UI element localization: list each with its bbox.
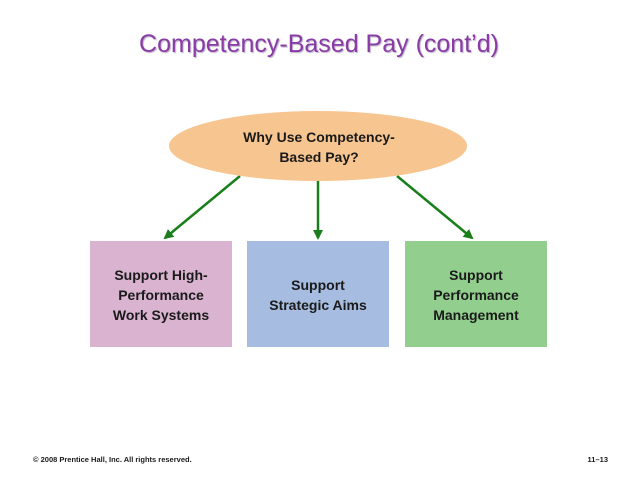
- box-performance-management-label: Support Performance Management: [405, 265, 547, 325]
- center-node-label: Why Use Competency- Based Pay?: [205, 127, 433, 167]
- box-high-performance: [90, 241, 232, 347]
- box-line: Support: [449, 267, 503, 283]
- box-line: Strategic Aims: [269, 297, 367, 313]
- box-line: Work Systems: [112, 307, 210, 323]
- copyright-footer: © 2008 Prentice Hall, Inc. All rights re…: [33, 455, 192, 464]
- center-node-line-1: Why Use Competency-: [243, 129, 395, 145]
- arrow-to-high-performance: [163, 175, 241, 240]
- slide-number: 11–13: [587, 455, 608, 464]
- box-high-performance-label: Support High- Performance Work Systems: [90, 265, 232, 325]
- box-line: Support: [291, 277, 345, 293]
- arrow-to-performance-management: [396, 175, 474, 240]
- center-oval: [169, 111, 467, 181]
- box-strategic-aims-label: Support Strategic Aims: [247, 275, 389, 315]
- box-strategic-aims: [247, 241, 389, 347]
- box-line: Support High-: [114, 267, 208, 283]
- center-node-line-2: Based Pay?: [279, 149, 359, 165]
- box-line: Performance: [433, 287, 519, 303]
- box-performance-management: [405, 241, 547, 347]
- page-title: Competency-Based Pay (cont’d): [139, 30, 499, 58]
- box-line: Management: [433, 307, 519, 323]
- box-line: Performance: [118, 287, 204, 303]
